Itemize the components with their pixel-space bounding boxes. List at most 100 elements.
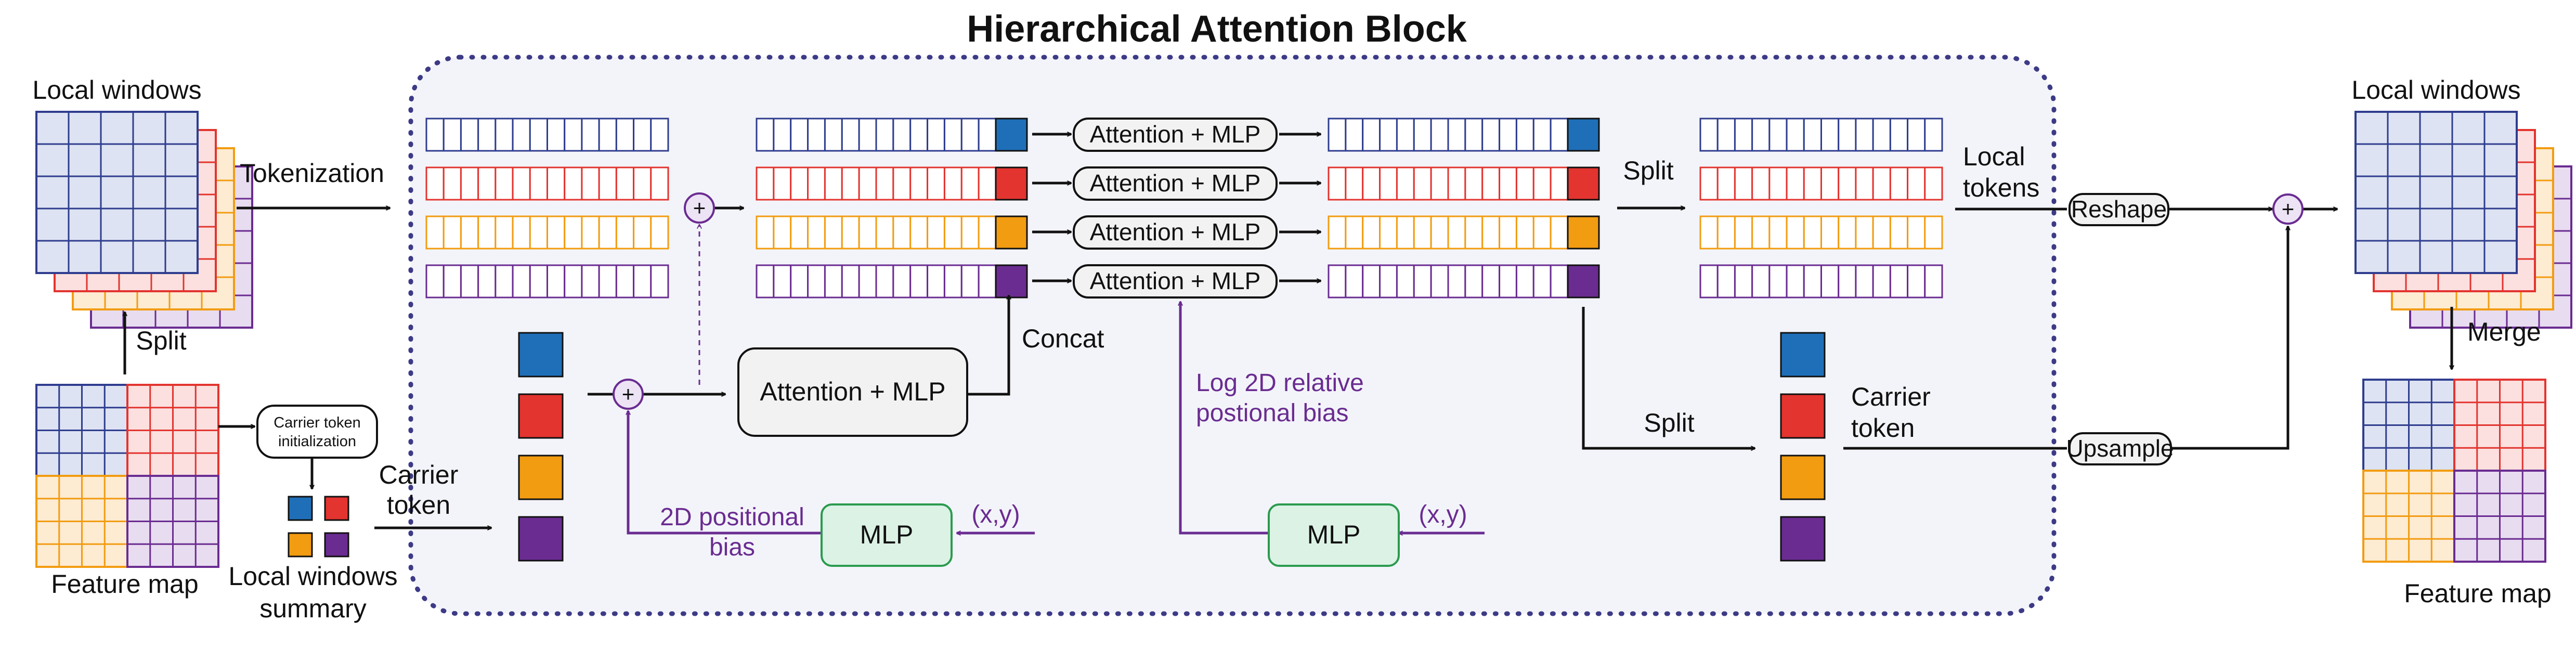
token-cell (1734, 264, 1753, 299)
token-cell (581, 215, 600, 250)
token-row (425, 215, 669, 250)
token-cell (1716, 215, 1736, 250)
attention-pill-row-3: Attention + MLP (1073, 215, 1278, 250)
token-cell (443, 166, 462, 201)
token-cell (512, 215, 531, 250)
carrier-token-square (518, 455, 564, 500)
carrier-token-square (995, 166, 1028, 201)
token-cell (1550, 264, 1569, 299)
token-cell (943, 166, 962, 201)
token-cell (1751, 215, 1771, 250)
text-labels: Local windows Tokenization Split Feature… (32, 75, 2551, 623)
token-cell (1838, 166, 1857, 201)
token-cell (875, 215, 894, 250)
tokens-attended (1328, 118, 1600, 299)
token-row (1699, 215, 1943, 250)
token-cell (960, 118, 980, 152)
token-cell (1699, 166, 1719, 201)
token-cell (1464, 264, 1484, 299)
token-cell (460, 118, 479, 152)
token-cell (1345, 215, 1364, 250)
token-cell (1734, 215, 1753, 250)
token-cell (529, 264, 548, 299)
token-cell (477, 166, 497, 201)
local-windows-summary-squares (288, 496, 349, 558)
summary-line-1: Local windows (228, 562, 397, 591)
token-cell (1699, 215, 1719, 250)
token-cell (858, 166, 877, 201)
pos-bias-line-1: 2D positional (660, 503, 804, 531)
token-cell (858, 215, 877, 250)
token-cell (564, 215, 583, 250)
token-cell (1481, 215, 1501, 250)
token-cell (807, 166, 826, 201)
carrier-token-square (1780, 516, 1826, 562)
token-cell (1362, 118, 1381, 152)
feature-quadrant (126, 384, 219, 477)
token-cell (1889, 264, 1909, 299)
token-row (425, 118, 669, 152)
token-cell (1820, 166, 1840, 201)
token-cell (756, 118, 775, 152)
summary-line-2: summary (259, 594, 367, 623)
bias-labels: 2D positional bias (x,y) Log 2D relative… (660, 369, 1467, 561)
token-cell (875, 264, 894, 299)
summary-square (288, 496, 313, 521)
pos-bias-line-2: bias (709, 534, 755, 561)
token-cell (460, 166, 479, 201)
token-cell (495, 118, 514, 152)
token-cell (477, 118, 497, 152)
token-cell (529, 166, 548, 201)
feature-quadrant (2362, 379, 2455, 472)
carrier-token-square (1780, 393, 1826, 439)
token-row (425, 264, 669, 299)
carrier-init-line-1: Carrier token (274, 414, 361, 431)
token-cell (892, 215, 912, 250)
attention-pill-row-2: Attention + MLP (1073, 166, 1278, 201)
token-cell (824, 118, 843, 152)
carrier-token-square (1567, 118, 1600, 152)
token-row (1328, 166, 1600, 201)
token-cell (598, 264, 617, 299)
token-cell (598, 215, 617, 250)
local-windows-output-stack (2354, 111, 2572, 329)
token-cell (1786, 166, 1805, 201)
feature-quadrant (35, 475, 128, 568)
token-cell (1889, 215, 1909, 250)
connector-arrows (125, 134, 2452, 528)
token-cell (1532, 118, 1552, 152)
token-cell (1855, 166, 1874, 201)
token-cell (460, 264, 479, 299)
token-cell (909, 264, 929, 299)
token-cell (1924, 215, 1943, 250)
carrier-token-square (995, 215, 1028, 250)
token-cell (581, 264, 600, 299)
feature-quadrant (2453, 470, 2546, 563)
arrow-pos-bias (628, 411, 822, 535)
feature-map-output (2362, 379, 2546, 563)
token-cell (892, 118, 912, 152)
merge-label: Merge (2467, 317, 2541, 346)
token-cell (529, 215, 548, 250)
carrier-init-pill: Carrier token initialization (256, 405, 378, 459)
token-cell (1532, 215, 1552, 250)
token-cell (1499, 166, 1517, 201)
token-cell (807, 264, 826, 299)
token-cell (927, 264, 945, 299)
carrier-token-square (518, 516, 564, 562)
tokens-concat (756, 118, 1028, 299)
token-cell (1430, 118, 1449, 152)
carrier-token-square (995, 264, 1028, 299)
token-cell (1803, 264, 1822, 299)
token-cell (1889, 118, 1909, 152)
token-cell (1716, 166, 1736, 201)
local-windows-input-stack (35, 111, 253, 329)
token-cell (495, 166, 514, 201)
token-cell (1751, 264, 1771, 299)
token-cell (1464, 166, 1484, 201)
token-cell (773, 166, 792, 201)
feature-quadrant (2453, 379, 2546, 472)
token-cell (512, 118, 531, 152)
token-cell (547, 215, 566, 250)
token-row (425, 166, 669, 201)
